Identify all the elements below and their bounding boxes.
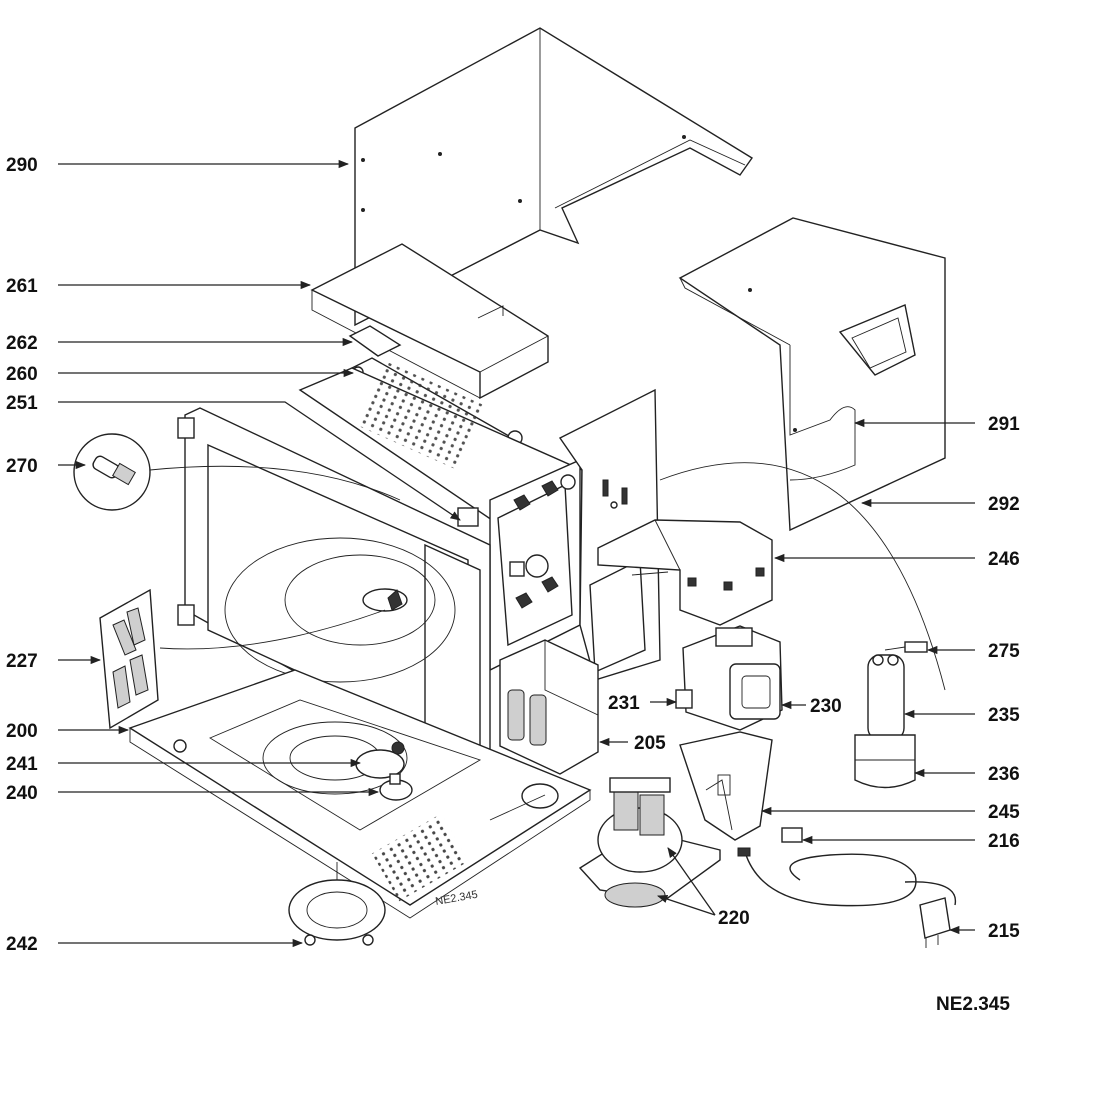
magnetron-part-230 <box>682 625 783 731</box>
label-230: 230 <box>810 696 842 717</box>
label-236: 236 <box>988 764 1020 785</box>
base-plate-part-200: NE2.345 <box>128 669 592 919</box>
fan-duct-cover-part-246 <box>597 519 773 626</box>
label-227: 227 <box>6 651 38 672</box>
capacitor-detail-bubble <box>659 462 946 691</box>
turntable-motor-part-240 <box>379 773 413 801</box>
capacitor-part-235 <box>867 654 905 741</box>
label-275: 275 <box>988 641 1020 662</box>
thermal-fuse-part-231 <box>675 689 693 709</box>
label-205: 205 <box>634 733 666 754</box>
label-231: 231 <box>608 693 640 714</box>
cord-clamp-part-216 <box>781 827 803 843</box>
callout-lines <box>58 159 975 948</box>
label-261: 261 <box>6 276 38 297</box>
label-251: 251 <box>6 393 38 414</box>
label-242: 242 <box>6 934 38 955</box>
label-200: 200 <box>6 721 38 742</box>
label-240: 240 <box>6 783 38 804</box>
label-216: 216 <box>988 831 1020 852</box>
label-215: 215 <box>988 921 1020 942</box>
label-245: 245 <box>988 802 1020 823</box>
power-cord-part-215 <box>737 847 957 948</box>
figure-stamp-small: NE2.345 <box>434 889 478 908</box>
transformer-part-205 <box>499 639 599 775</box>
waveguide-cover-part-261 <box>310 243 549 400</box>
label-262: 262 <box>6 333 38 354</box>
diode-part-275 <box>884 641 928 653</box>
label-290: 290 <box>6 155 38 176</box>
bottom-cover-part-242 <box>288 862 386 946</box>
rear-panel <box>558 388 661 681</box>
label-270: 270 <box>6 456 38 477</box>
mica-cover-part-227 <box>99 588 386 730</box>
turntable-coupler-part-241 <box>355 741 405 779</box>
capacitor-bracket-part-236 <box>854 734 916 789</box>
label-246: 246 <box>988 549 1020 570</box>
air-duct-part-245 <box>679 731 773 841</box>
lamp-detail-part-270 <box>73 433 401 511</box>
label-291: 291 <box>988 414 1020 435</box>
label-260: 260 <box>6 364 38 385</box>
oven-cavity <box>298 360 583 672</box>
bracket-part-262 <box>348 325 402 357</box>
part-labels: 290 261 262 260 251 270 227 200 241 240 … <box>6 155 1020 1015</box>
label-292: 292 <box>988 494 1020 515</box>
label-235: 235 <box>988 705 1020 726</box>
figure-id: NE2.345 <box>936 994 1010 1015</box>
door-frame <box>177 407 491 776</box>
label-241: 241 <box>6 754 38 775</box>
fan-motor-part-220 <box>578 777 721 908</box>
side-panel-part-291 <box>678 217 946 532</box>
label-220: 220 <box>718 908 750 929</box>
